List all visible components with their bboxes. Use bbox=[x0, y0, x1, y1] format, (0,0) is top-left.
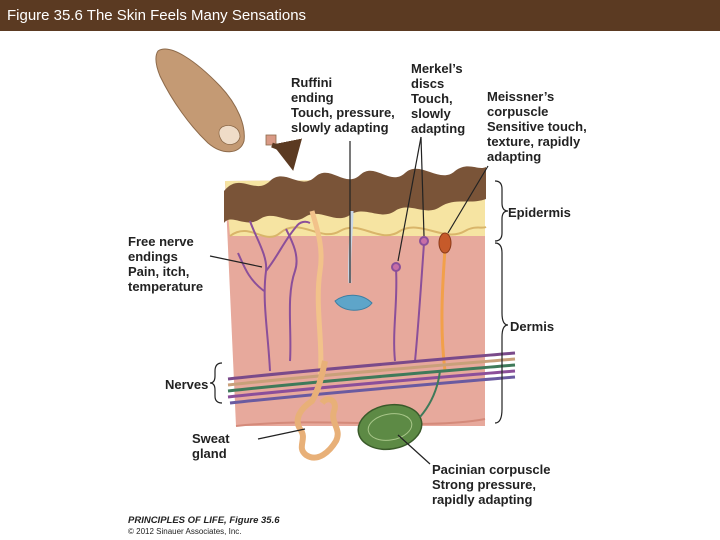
ruffini-desc-1: Touch, pressure, bbox=[291, 105, 395, 120]
nerves-text: Nerves bbox=[165, 377, 209, 392]
skin-diagram bbox=[155, 48, 516, 465]
merkel-desc-2: slowly bbox=[411, 106, 451, 121]
merkel-desc-1: Touch, bbox=[411, 91, 453, 106]
pacinian-desc-1: Strong pressure, bbox=[432, 477, 537, 492]
nerves-label: Nerves bbox=[165, 377, 208, 392]
meissner-name-2: corpuscle bbox=[487, 104, 549, 119]
leader-lines bbox=[209, 136, 489, 465]
pacinian-name: Pacinian corpuscle bbox=[432, 462, 551, 477]
pacinian-desc-2: rapidly adapting bbox=[432, 492, 533, 507]
free-nerve-endings bbox=[237, 220, 311, 372]
merkel-name-2: discs bbox=[411, 76, 445, 91]
meissner-desc-1: Sensitive touch, bbox=[487, 119, 587, 134]
ruffini-name-2: ending bbox=[291, 90, 334, 105]
free-nerve-name-1: Free nerve bbox=[128, 234, 194, 249]
free-nerve-name-2: endings bbox=[128, 249, 178, 264]
pacinian-label: Pacinian corpuscle Strong pressure, rapi… bbox=[432, 462, 551, 507]
title-bar: Figure 35.6 The Skin Feels Many Sensatio… bbox=[0, 0, 720, 31]
meissner-desc-2: texture, rapidly bbox=[487, 134, 581, 149]
free-nerve-label: Free nerve endings Pain, itch, temperatu… bbox=[128, 234, 203, 294]
sweat-gland bbox=[294, 360, 341, 461]
ruffini-name-1: Ruffini bbox=[291, 75, 333, 90]
sweat-gland-2: gland bbox=[192, 446, 227, 461]
figure-credit: PRINCIPLES OF LIFE, Figure 35.6 © 2012 S… bbox=[128, 515, 280, 536]
pacinian-corpuscle bbox=[357, 370, 441, 451]
merkel-desc-3: adapting bbox=[411, 121, 466, 136]
fingertip-illustration bbox=[155, 48, 302, 171]
nerve-bundle bbox=[227, 351, 516, 405]
merkel-discs bbox=[391, 236, 429, 362]
credit-line-2: © 2012 Sinauer Associates, Inc. bbox=[128, 527, 242, 536]
dermis-label: Dermis bbox=[510, 319, 554, 334]
sweat-gland-label: Sweat gland bbox=[192, 431, 230, 461]
meissner-name-1: Meissner’s bbox=[487, 89, 555, 104]
ruffini-desc-2: slowly adapting bbox=[291, 120, 389, 135]
merkel-label: Merkel’s discs Touch, slowly adapting bbox=[411, 61, 465, 136]
meissner-label: Meissner’s corpuscle Sensitive touch, te… bbox=[487, 89, 587, 164]
stratum-corneum bbox=[224, 166, 486, 223]
ruffini-label: Ruffini ending Touch, pressure, slowly a… bbox=[291, 75, 395, 135]
sweat-gland-1: Sweat bbox=[192, 431, 230, 446]
free-nerve-desc-2: temperature bbox=[128, 279, 204, 294]
free-nerve-desc-1: Pain, itch, bbox=[128, 264, 190, 279]
figure-title: Figure 35.6 The Skin Feels Many Sensatio… bbox=[7, 7, 307, 24]
merkel-name-1: Merkel’s bbox=[411, 61, 463, 76]
meissner-desc-3: adapting bbox=[487, 149, 542, 164]
epidermis-text: Epidermis bbox=[508, 205, 571, 220]
credit-line-1: PRINCIPLES OF LIFE, Figure 35.6 bbox=[128, 515, 280, 526]
dermis-text: Dermis bbox=[510, 319, 555, 334]
epidermis-label: Epidermis bbox=[508, 205, 571, 220]
braces bbox=[209, 180, 509, 424]
